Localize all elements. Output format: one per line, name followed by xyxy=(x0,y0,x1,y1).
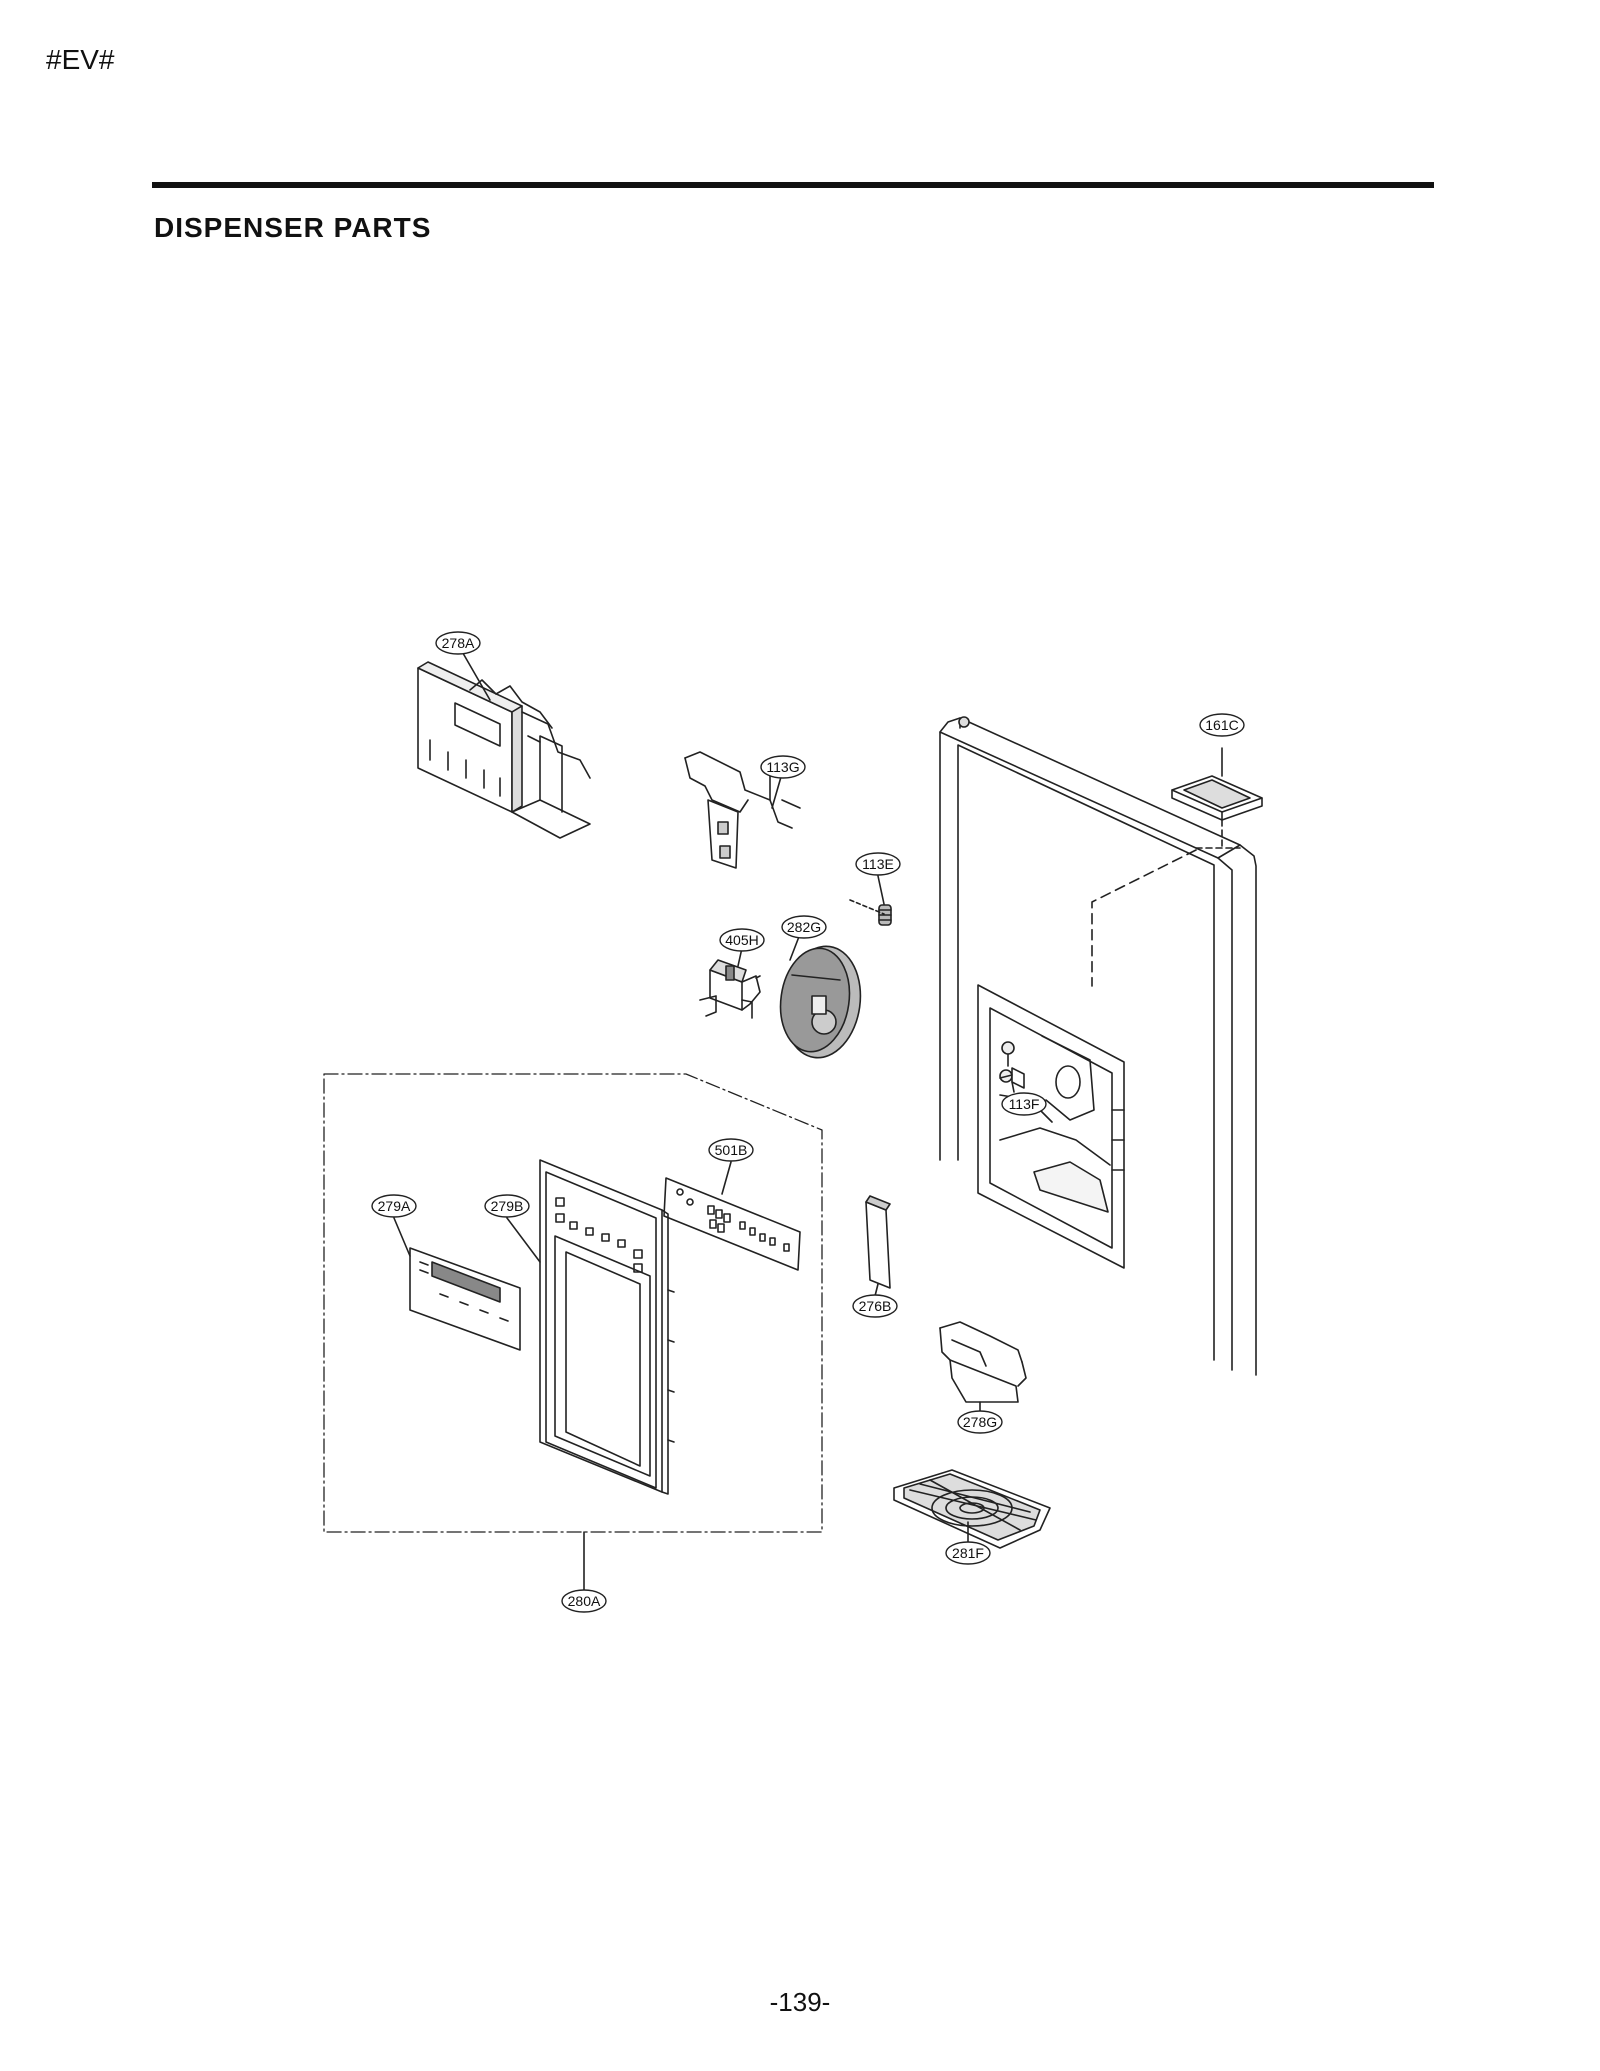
callout-161C xyxy=(1199,713,1245,737)
callout-278G xyxy=(957,1410,1003,1434)
part-278A-bracket xyxy=(417,647,591,839)
callout-113E xyxy=(855,852,901,876)
part-276B-pad xyxy=(865,1195,891,1289)
callout-279B xyxy=(484,1194,530,1218)
callout-label-278G: 278G xyxy=(963,1414,997,1430)
callout-label-281F: 281F xyxy=(952,1545,984,1561)
part-405H-solenoid xyxy=(699,959,761,1019)
part-113G-bracket xyxy=(684,751,801,869)
callout-label-161C: 161C xyxy=(1205,717,1238,733)
part-279B-frame xyxy=(539,1159,675,1495)
callout-280A xyxy=(561,1589,607,1613)
callout-276B xyxy=(852,1294,898,1318)
part-279A-label xyxy=(409,1247,521,1351)
callout-label-113G: 113G xyxy=(766,759,799,775)
title-rule xyxy=(152,182,1434,188)
callout-label-278A: 278A xyxy=(442,635,475,651)
callout-113F xyxy=(1001,1092,1047,1116)
callout-label-113E: 113E xyxy=(862,856,894,872)
callout-label-279B: 279B xyxy=(491,1198,524,1214)
part-501B-pcb xyxy=(663,1177,801,1271)
callout-501B xyxy=(708,1138,754,1162)
callout-label-276B: 276B xyxy=(859,1298,892,1314)
callout-label-282G: 282G xyxy=(787,919,821,935)
page-code: #EV# xyxy=(46,44,115,75)
part-282G-cover xyxy=(779,945,862,1059)
page-number: -139- xyxy=(769,1987,831,2017)
callout-label-501B: 501B xyxy=(715,1142,748,1158)
part-door-panel xyxy=(939,716,1257,1376)
part-161C-gasket xyxy=(1171,775,1263,821)
callout-label-280A: 280A xyxy=(568,1593,601,1609)
callout-278A xyxy=(435,631,481,655)
callout-405H xyxy=(719,928,765,952)
callout-281F xyxy=(945,1541,991,1565)
part-278G-tray xyxy=(939,1321,1027,1403)
callout-282G xyxy=(781,915,827,939)
callout-label-113F: 113F xyxy=(1009,1096,1040,1112)
callout-label-279A: 279A xyxy=(378,1198,411,1214)
part-113E-spring xyxy=(878,904,892,926)
callout-279A xyxy=(371,1194,417,1218)
callout-label-405H: 405H xyxy=(725,932,758,948)
part-113F xyxy=(999,1067,1025,1089)
part-281F-grille xyxy=(893,1469,1051,1549)
assembly-280A-boundary xyxy=(323,1073,823,1533)
callout-113G xyxy=(760,755,806,779)
section-title: DISPENSER PARTS xyxy=(154,212,432,243)
